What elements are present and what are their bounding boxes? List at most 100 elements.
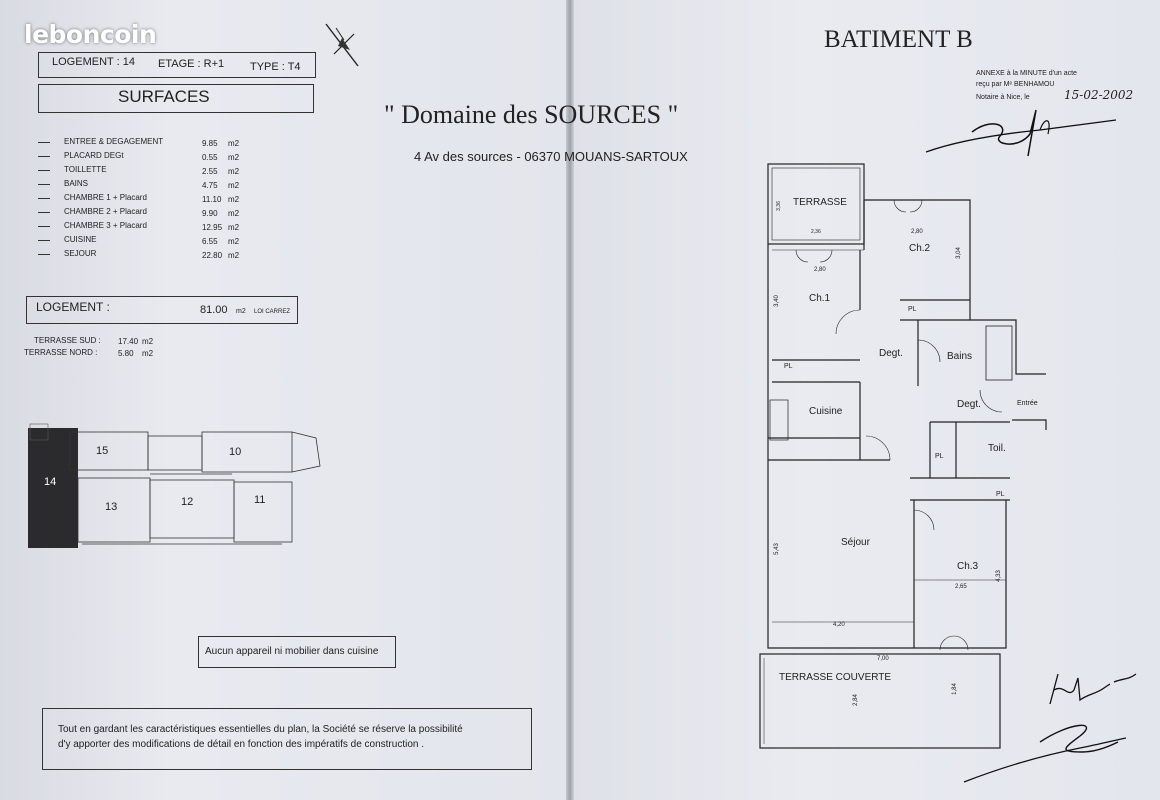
apartment-floor-plan	[759, 163, 1047, 749]
room-value: 4.75	[202, 181, 218, 190]
plan-degt-1: Degt.	[879, 348, 903, 359]
building-name: BATIMENT B	[824, 26, 973, 53]
plan-entree: Entrée	[1017, 400, 1038, 407]
terrace-value: 5.80	[118, 349, 134, 358]
room-label: CHAMBRE 1 + Placard	[64, 193, 147, 202]
page-fold	[566, 0, 574, 800]
dim: 3,04	[955, 247, 962, 259]
room-unit: m2	[228, 251, 240, 260]
room-unit: m2	[228, 167, 240, 176]
right-page	[572, 0, 1160, 800]
disclaimer-line-1: Tout en gardant les caractéristiques ess…	[58, 724, 463, 735]
plan-ch1: Ch.1	[809, 293, 831, 304]
room-unit: m2	[228, 237, 240, 246]
annex-line-3: Notaire à Nice, le	[976, 94, 1030, 101]
surfaces-title: SURFACES	[118, 87, 210, 106]
terrace-label: TERRASSE NORD :	[24, 348, 98, 357]
plan-toil: Toil.	[988, 443, 1006, 454]
disclaimer-line-2: d'y apporter des modifications de détail…	[58, 739, 425, 750]
disclaimer-box	[42, 708, 532, 770]
plan-bains: Bains	[947, 351, 973, 362]
plan-pl: PL	[908, 306, 917, 313]
dim: 3,40	[773, 295, 780, 307]
watermark-logo: leboncoin	[24, 20, 157, 49]
terrace-unit: m2	[142, 349, 154, 358]
plan-pl: PL	[935, 453, 944, 460]
terrace-label: TERRASSE SUD :	[34, 336, 101, 345]
logement-number: LOGEMENT : 14	[52, 56, 135, 68]
room-label: ENTREE & DEGAGEMENT	[64, 137, 164, 146]
plan-cuisine: Cuisine	[809, 406, 843, 417]
room-value: 6.55	[202, 237, 218, 246]
room-unit: m2	[228, 153, 240, 162]
annex-line-1: ANNEXE à la MINUTE d'un acte	[976, 70, 1077, 77]
annex-date: 15-02-2002	[1064, 88, 1134, 102]
initials-signature	[1049, 673, 1137, 705]
total-note: LOI CARREZ	[254, 309, 291, 315]
unit-11: 11	[254, 494, 266, 506]
total-unit: m2	[236, 308, 246, 315]
unit-15: 15	[96, 445, 109, 457]
room-value: 9.85	[202, 139, 218, 148]
room-label: CHAMBRE 3 + Placard	[64, 221, 147, 230]
unit-10: 10	[229, 446, 242, 458]
dim: 2,84	[852, 694, 859, 706]
room-unit: m2	[228, 223, 240, 232]
dim: 3,36	[775, 201, 782, 211]
room-unit: m2	[228, 209, 240, 218]
room-value: 11.10	[202, 195, 222, 204]
room-label: CUISINE	[64, 235, 97, 244]
kitchen-note-box	[198, 636, 396, 668]
dim: 2,36	[811, 229, 821, 235]
room-label: CHAMBRE 2 + Placard	[64, 207, 147, 216]
plan-pl: PL	[784, 363, 793, 370]
unit-14: 14	[44, 476, 57, 488]
dim: 7,00	[877, 656, 889, 662]
plan-terrasse: TERRASSE	[793, 197, 847, 208]
compass-icon	[325, 23, 359, 67]
left-page	[0, 0, 570, 800]
annex-line-2: reçu par Mᵉ BENHAMOU	[976, 81, 1055, 88]
room-value: 2.55	[202, 167, 218, 176]
etage: ETAGE : R+1	[158, 58, 225, 70]
unit-13: 13	[105, 501, 118, 513]
total-value: 81.00	[200, 304, 228, 316]
plan-sejour: Séjour	[841, 537, 870, 548]
room-value: 22.80	[202, 251, 223, 260]
plan-terrasse-couverte: TERRASSE COUVERTE	[779, 672, 892, 683]
room-unit: m2	[228, 181, 240, 190]
type: TYPE : T4	[250, 61, 301, 73]
kitchen-note: Aucun appareil ni mobilier dans cuisine	[205, 646, 379, 657]
header-box	[38, 52, 316, 78]
plan-ch2: Ch.2	[909, 243, 931, 254]
room-value: 0.55	[202, 153, 218, 162]
total-label: LOGEMENT :	[36, 300, 110, 314]
terrace-unit: m2	[142, 337, 154, 346]
room-label: BAINS	[64, 179, 89, 188]
residence-title: " Domaine des SOURCES "	[384, 100, 679, 129]
dim: 2,65	[955, 584, 967, 590]
terrace-value: 17.40	[118, 337, 139, 346]
room-label: PLACARD DEGt	[64, 151, 124, 160]
dim: 4,20	[833, 622, 845, 628]
room-value: 9.90	[202, 209, 218, 218]
surfaces-box	[38, 84, 314, 113]
bottom-signature	[963, 724, 1127, 783]
dim: 5,43	[773, 543, 780, 555]
room-unit: m2	[228, 195, 240, 204]
plan-degt-2: Degt.	[957, 399, 981, 410]
plan-ch3: Ch.3	[957, 561, 979, 572]
room-value: 12.95	[202, 223, 223, 232]
residence-address: 4 Av des sources - 06370 MOUANS-SARTOUX	[414, 149, 688, 164]
dim: 4,33	[995, 570, 1002, 582]
plan-pl: PL	[996, 491, 1005, 498]
total-box	[26, 296, 298, 324]
dim: 2,80	[911, 229, 923, 235]
building-key-plan	[28, 423, 321, 548]
notary-signature	[925, 109, 1117, 157]
room-label: TOILLETTE	[64, 165, 107, 174]
dim: 2,80	[814, 267, 826, 273]
room-label: SEJOUR	[64, 249, 97, 258]
room-unit: m2	[228, 139, 240, 148]
unit-12: 12	[181, 496, 194, 508]
